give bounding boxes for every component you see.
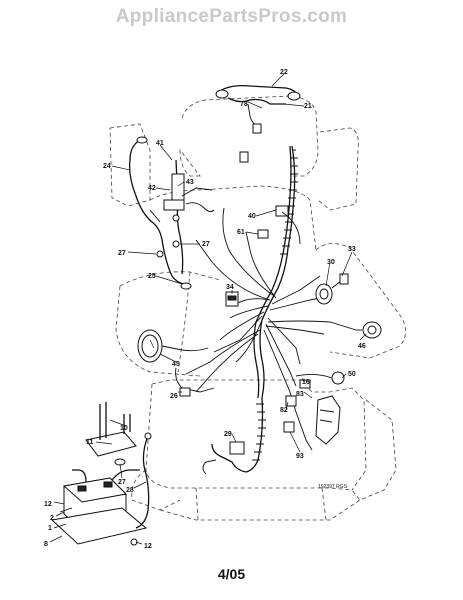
tractor-outline [109,95,406,521]
headlight-harness [215,84,301,134]
main-wiring-harness [185,145,357,473]
callout-61: 61 [237,229,245,236]
callout-10: 10 [120,425,128,432]
callout-labels: 22 78 21 41 24 43 42 40 61 27 27 33 30 2… [44,69,366,550]
drawing-code: 192397 RGS [318,484,348,490]
callout-82: 82 [280,407,288,414]
callout-8: 8 [44,541,48,548]
dash-components [137,151,301,363]
callout-30: 30 [327,259,335,266]
right-components [283,273,382,451]
watermark-text: AppliancePartsPros.com [115,6,348,27]
callout-26: 26 [170,393,178,400]
callout-33: 33 [348,246,356,253]
callout-50: 50 [348,371,356,378]
callout-34: 34 [226,284,234,291]
lower-harness [175,367,247,475]
callout-27-left: 27 [118,250,126,257]
callout-45: 45 [172,361,180,368]
page-number: 4/05 [217,566,246,582]
callout-21: 21 [304,103,312,110]
callout-27-battery: 27 [118,479,126,486]
callout-22: 22 [280,69,288,76]
callout-24: 24 [103,163,111,170]
callout-2: 2 [50,515,54,522]
callout-93: 93 [296,453,304,460]
callout-78: 78 [240,101,248,108]
leader-lines [49,73,367,545]
callout-27-right: 27 [202,241,210,248]
callout-83: 83 [296,391,304,398]
callout-28: 28 [126,487,134,494]
callout-12-top: 12 [44,501,52,508]
callout-25: 25 [148,273,156,280]
callout-41: 41 [156,140,164,147]
callout-16: 16 [302,379,310,386]
battery-assembly [50,402,152,546]
callout-42: 42 [148,185,156,192]
callout-40: 40 [248,213,256,220]
callout-1: 1 [48,525,52,532]
callout-11: 11 [86,439,94,446]
callout-46: 46 [358,343,366,350]
callout-43: 43 [186,179,194,186]
callout-12-bottom: 12 [144,543,152,550]
callout-29: 29 [224,431,232,438]
left-wiring [128,136,215,290]
